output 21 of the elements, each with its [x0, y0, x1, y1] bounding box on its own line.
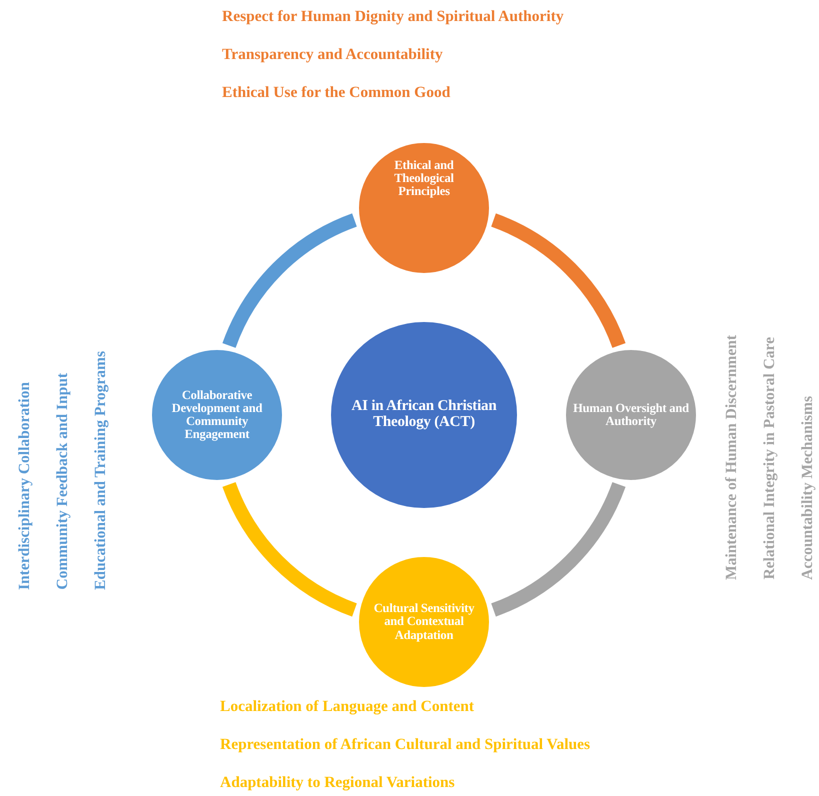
circle-label: AI in African Christian Theology (ACT)	[350, 399, 498, 431]
principle-text: Educational and Training Programs	[92, 350, 110, 590]
circle-label: Cultural Sensitivity and Contextual Adaptation	[372, 602, 476, 642]
principle-text: Transparency and Accountability	[222, 46, 443, 64]
ring-arc	[490, 214, 626, 348]
ring-arc	[222, 482, 358, 616]
principle-text: Representation of African Cultural and Spiritual Values	[220, 736, 590, 754]
principle-text: Maintenance of Human Discernment	[723, 335, 741, 580]
principle-text: Community Feedback and Input	[54, 373, 72, 590]
ring-arc	[222, 214, 358, 348]
principle-text: Relational Integrity in Pastoral Care	[761, 337, 779, 580]
circle-label: Ethical and Theological Principles	[393, 159, 455, 198]
principle-text: Localization of Language and Content	[220, 698, 474, 716]
circle-label: Human Oversight and Authority	[572, 402, 690, 428]
circle-label: Collaborative Development and Community Engagement	[170, 388, 264, 442]
principle-text: Adaptability to Regional Variations	[220, 774, 455, 792]
ring-arc	[490, 482, 626, 616]
principle-text: Respect for Human Dignity and Spiritual Authority	[222, 8, 564, 26]
principle-text: Accountability Mechanisms	[799, 396, 817, 580]
principle-text: Ethical Use for the Common Good	[222, 84, 450, 102]
principle-text: Interdisciplinary Collaboration	[16, 382, 34, 590]
